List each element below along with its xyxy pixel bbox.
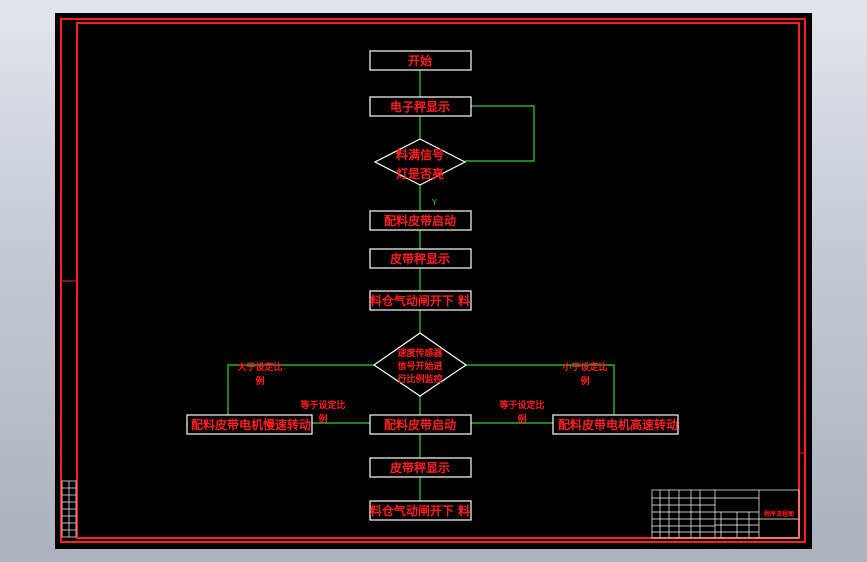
label-belt-scale: 皮带秤显示 (389, 251, 450, 266)
label-slow: 配料皮带电机慢速转动 (191, 417, 311, 432)
process-boxes (186, 50, 679, 521)
label-belt-start: 配料皮带启动 (384, 213, 456, 228)
label-yes: Y (431, 198, 437, 207)
decision-1 (373, 138, 467, 186)
title-block-drawing-name: 程序流程图 (763, 510, 794, 518)
box-belt-start-2 (369, 414, 472, 435)
flowchart-drawing: 程序流程图 开始 电子秤显示 料满信号 灯是否亮 Y (60, 18, 806, 543)
label-belt-start-2: 配料皮带启动 (384, 417, 456, 432)
box-fast (552, 414, 679, 435)
label-fast: 配料皮带电机高速转动 (558, 417, 678, 432)
label-greater-line2: 例 (255, 375, 264, 387)
decision-2 (372, 332, 468, 397)
label-less-line1: 小于设定比 (561, 361, 607, 373)
label-belt-scale-2: 皮带秤显示 (389, 460, 450, 475)
label-eq-right-line1: 等于设定比 (498, 399, 544, 411)
label-less-line2: 例 (580, 375, 589, 387)
label-cond2-line2: 信号开始进 (397, 360, 442, 372)
box-belt-scale (369, 248, 472, 269)
label-gate-open: 料仓气动闸开下 料 (370, 293, 470, 308)
box-slow (186, 414, 313, 435)
label-greater-line1: 大于设定比 (237, 361, 282, 373)
drawing-sheet: 程序流程图 开始 电子秤显示 料满信号 灯是否亮 Y (55, 13, 812, 549)
connectors (227, 70, 615, 501)
revision-strip (61, 480, 77, 538)
label-eq-left-line1: 等于设定比 (299, 399, 345, 411)
label-eq-right-line2: 例 (517, 413, 526, 425)
title-block (651, 489, 800, 539)
label-start: 开始 (408, 53, 432, 68)
label-gate-open-2: 料仓气动闸开下 料 (370, 503, 470, 518)
box-belt-start (369, 210, 472, 231)
box-belt-scale-2 (369, 457, 472, 478)
box-e-scale (369, 96, 472, 117)
label-eq-left-line2: 例 (318, 413, 327, 425)
label-cond2-line3: 行比例监控 (396, 373, 442, 385)
label-e-scale: 电子秤显示 (390, 99, 450, 114)
box-gate-open-2 (369, 500, 472, 521)
box-start (369, 50, 472, 71)
label-cond2-line1: 速度传感器 (397, 347, 443, 359)
box-gate-open (369, 290, 472, 311)
label-cond1-line2: 灯是否亮 (396, 166, 444, 181)
label-cond1-line1: 料满信号 (396, 147, 444, 162)
